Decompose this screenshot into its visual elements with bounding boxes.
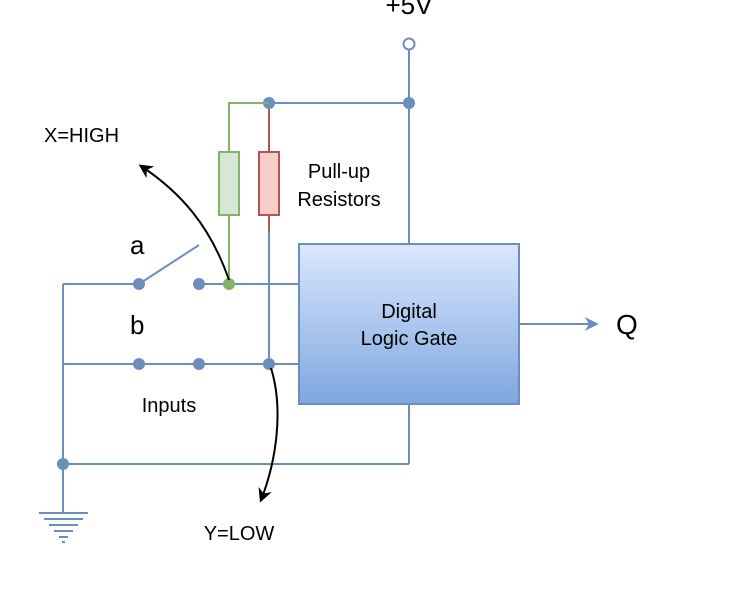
input-a-junction (223, 278, 235, 290)
switch-a-lever (138, 244, 200, 285)
switch-a-contact-right (193, 278, 205, 290)
switch-a-contact-left (133, 278, 145, 290)
input-a-line (63, 244, 299, 290)
input-b-label: b (130, 310, 144, 340)
resistor-a-body (218, 151, 240, 216)
output: Q (519, 309, 638, 340)
supply-terminal (402, 37, 416, 51)
resistors-label-line2: Resistors (297, 189, 380, 211)
input-b-line (63, 358, 299, 370)
y-low-arrow (258, 367, 279, 503)
x-high-arrow (138, 164, 230, 281)
switch-b-contact-left (133, 358, 145, 370)
input-b-junction (263, 358, 275, 370)
input-a-label: a (130, 230, 145, 260)
inputs-label: Inputs (142, 395, 196, 417)
pull-up-resistor-b (258, 109, 280, 364)
y-state-label: Y=LOW (204, 523, 275, 545)
ground-rail (39, 284, 410, 543)
logic-gate-box (298, 243, 520, 405)
supply-label: +5V (386, 0, 434, 20)
output-label: Q (616, 309, 638, 340)
ground-junction (57, 458, 69, 470)
supply-junction-right (403, 97, 415, 109)
switch-b-contact-right (193, 358, 205, 370)
resistor-a-top-wire (228, 102, 269, 152)
resistors-label-line1: Pull-up (308, 161, 370, 183)
gate-label-line1: Digital (381, 301, 437, 323)
x-state-label: X=HIGH (44, 125, 119, 147)
resistor-b-body (258, 151, 280, 216)
ground-icon (39, 512, 88, 543)
supply-rail (263, 37, 416, 244)
logic-gate: Digital Logic Gate (298, 243, 520, 405)
pull-up-resistor-a (218, 102, 269, 284)
gate-label-line2: Logic Gate (361, 328, 458, 350)
